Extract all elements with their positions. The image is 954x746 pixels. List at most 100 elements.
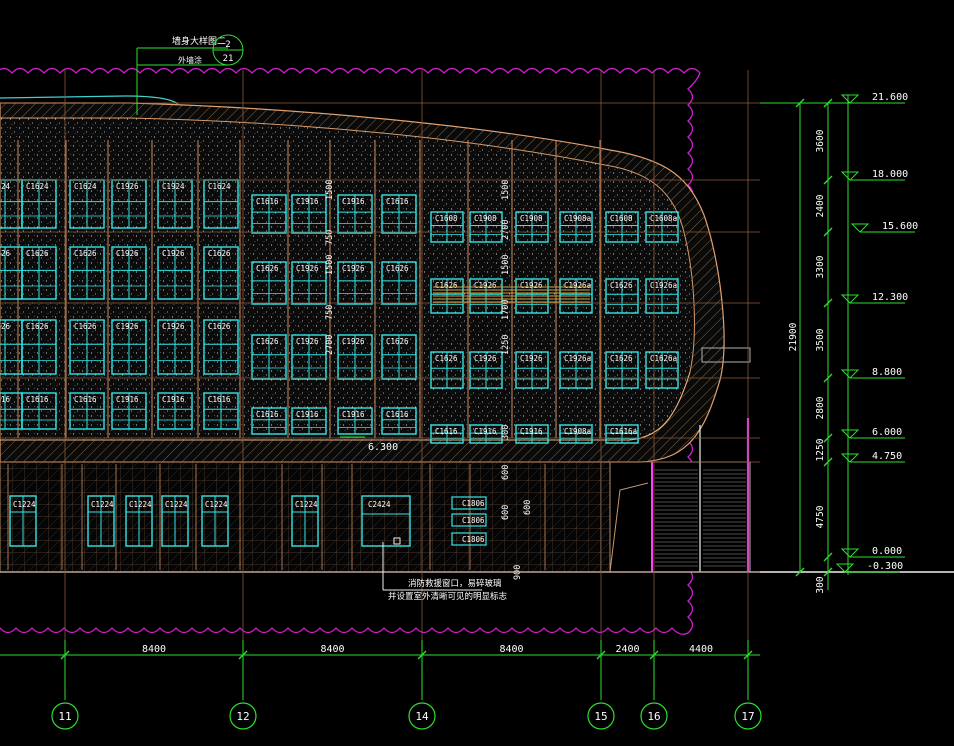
window-label: C1916: [296, 410, 319, 419]
inner-dim: 1500: [325, 255, 335, 275]
window-label: C1908a: [564, 427, 591, 436]
building-facade: [0, 95, 954, 573]
inner-dim: 1250: [501, 335, 511, 355]
small-window: [451, 532, 487, 546]
elevation-triangle: [840, 171, 860, 181]
window-label: C1908a: [564, 214, 591, 223]
window-label: 1624: [0, 182, 11, 191]
inner-dim: 300: [501, 425, 511, 440]
window-label: C1626: [386, 337, 409, 346]
window-label: C1926: [520, 281, 543, 290]
window-label: C1608: [435, 214, 458, 223]
window-label: C1908: [474, 214, 497, 223]
inner-dim: 2700: [501, 220, 511, 240]
small-window-label: C1806: [462, 535, 485, 544]
bay-dim: 8400: [320, 644, 344, 655]
window-label: C1926: [342, 264, 365, 273]
inner-dim: 2700: [325, 335, 335, 355]
window-label: C1926: [474, 281, 497, 290]
entrance-stair: [651, 461, 751, 573]
window-label: C1616a: [610, 427, 637, 436]
window-label: 1626: [0, 322, 11, 331]
window-label: C1616: [208, 395, 231, 404]
window-label: C1616: [74, 395, 97, 404]
axis-label: 15: [594, 710, 607, 723]
story-dim: 3500: [815, 328, 826, 351]
window-label: C1908: [520, 214, 543, 223]
window-label: C1916: [520, 427, 543, 436]
window-label: C1926: [116, 249, 139, 258]
fire-rescue-window: [361, 495, 411, 547]
window-label: C1626: [208, 322, 231, 331]
callout-bottom-text: 外墙涂: [178, 55, 202, 65]
window-label: C1616: [256, 197, 279, 206]
axis-bubble-16: [640, 702, 668, 730]
axis-bubble-14: [408, 702, 436, 730]
elevation-triangle: [835, 563, 855, 573]
side-canopy: [701, 347, 751, 363]
window-label: C1926: [296, 264, 319, 273]
inner-dim: 600: [523, 500, 533, 515]
inner-dim: 1700: [501, 300, 511, 320]
elevation-label: 12.300: [872, 292, 908, 303]
axis-bubble-11: [51, 702, 79, 730]
window-label: C1624: [26, 182, 49, 191]
small-window-label: C1806: [462, 499, 485, 508]
small-window: [451, 496, 487, 510]
story-dim: 4750: [815, 505, 826, 528]
inner-dim: 1500: [501, 255, 511, 275]
entrance-wall: [609, 482, 649, 573]
window-label: C1608: [610, 214, 633, 223]
elevation-label: -0.300: [867, 561, 903, 572]
window-label: C1926: [116, 182, 139, 191]
window-label: C1608a: [650, 214, 677, 223]
window-label: 1616: [0, 395, 11, 404]
elevation-label: 4.750: [872, 451, 902, 462]
elevation-triangle: [840, 548, 860, 558]
elevation-label: 18.000: [872, 169, 908, 180]
total-height-dim: 21900: [788, 322, 799, 351]
window-label: C1624: [208, 182, 231, 191]
window-label: C1626: [610, 354, 633, 363]
inner-dim: 750: [325, 305, 335, 320]
window-label: C1626: [74, 249, 97, 258]
axis-label: 12: [236, 710, 249, 723]
window-label: C1916: [296, 197, 319, 206]
window-label: C1616: [386, 197, 409, 206]
small-window-label: C1806: [462, 516, 485, 525]
story-dim: 2800: [815, 396, 826, 419]
axis-bubble-15: [587, 702, 615, 730]
window-label: C1616: [386, 410, 409, 419]
window-label: C1926a: [564, 354, 591, 363]
axis-label: 17: [741, 710, 754, 723]
window-label: C1926a: [650, 281, 677, 290]
elevation-label: 8.800: [872, 367, 902, 378]
elevation-label: 15.600: [882, 221, 918, 232]
facade-pilasters: [7, 140, 601, 570]
elevation-triangle: [850, 223, 870, 233]
inner-dim: 600: [501, 465, 511, 480]
bay-dim: 8400: [499, 644, 523, 655]
window-label: C1926: [342, 337, 365, 346]
window-label: C1626: [435, 354, 458, 363]
elevation-marks: 21.60018.00015.60012.3008.8006.0004.7500…: [760, 92, 918, 594]
level-mark-6300: 6.300: [368, 442, 398, 453]
window-label: C1626: [256, 337, 279, 346]
window-label: C1924: [162, 182, 185, 191]
axis-label: 14: [415, 710, 429, 723]
roof-canopy: [0, 95, 179, 105]
elevation-triangle: [840, 453, 860, 463]
window-label: C1916: [474, 427, 497, 436]
window-label: C1916: [342, 197, 365, 206]
ground-window-label: C1224: [91, 500, 114, 509]
inner-dim: 1500: [325, 180, 335, 200]
window-label: C1626a: [650, 354, 677, 363]
ground-window-label: C1224: [13, 500, 36, 509]
window-label: 1626: [0, 249, 11, 258]
elevation-label: 21.600: [872, 92, 908, 103]
ground-window-label: C1224: [165, 500, 188, 509]
window-label: C1916: [162, 395, 185, 404]
window-label: C1626: [208, 249, 231, 258]
